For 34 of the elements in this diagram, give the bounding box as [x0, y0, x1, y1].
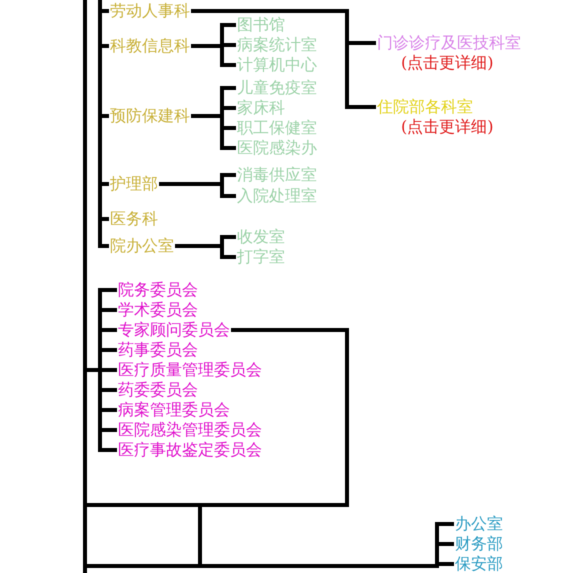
committee-label: 学术委员会	[115, 301, 201, 319]
department-label: 门诊诊疗及医技科室	[377, 34, 521, 52]
department-label: 住院部各科室	[377, 98, 474, 116]
department-label: 科教信息科	[107, 37, 193, 55]
committee-label: 药事委员会	[115, 341, 201, 359]
office-label: 财务部	[452, 535, 506, 553]
office-label: 计算机中心	[234, 56, 320, 74]
office-label: 医院感染办	[234, 139, 320, 157]
department-label: 医务科	[107, 210, 161, 228]
office-label: 收发室	[234, 228, 288, 246]
office-label: 打字室	[234, 248, 288, 266]
department-label: 预防保建科	[107, 107, 193, 125]
office-label: 病案统计室	[234, 36, 320, 54]
office-label: 图书馆	[234, 16, 288, 34]
office-label: 职工保健室	[234, 119, 320, 137]
committee-label: 院务委员会	[115, 281, 201, 299]
connector-line	[435, 562, 454, 568]
detail-link: (点击更详细)	[401, 54, 494, 72]
office-label: 消毒供应室	[234, 166, 320, 184]
committee-label: 医院感染管理委员会	[115, 421, 265, 439]
department-label: 护理部	[107, 175, 161, 193]
department-label: 劳动人事科	[107, 2, 193, 20]
committee-label: 病案管理委员会	[115, 401, 233, 419]
office-label: 保安部	[452, 555, 506, 573]
committee-label: 药委委员会	[115, 381, 201, 399]
department-label: 院办公室	[107, 237, 177, 255]
office-label: 家床科	[234, 99, 288, 117]
committee-label: 医疗质量管理委员会	[115, 361, 265, 379]
office-label: 入院处理室	[234, 187, 320, 205]
committee-label: 专家顾问委员会	[115, 321, 233, 339]
detail-link: (点击更详细)	[401, 118, 494, 136]
committee-label: 医疗事故鉴定委员会	[115, 441, 265, 459]
office-label: 儿童免疫室	[234, 79, 320, 97]
office-label: 办公室	[452, 515, 506, 533]
